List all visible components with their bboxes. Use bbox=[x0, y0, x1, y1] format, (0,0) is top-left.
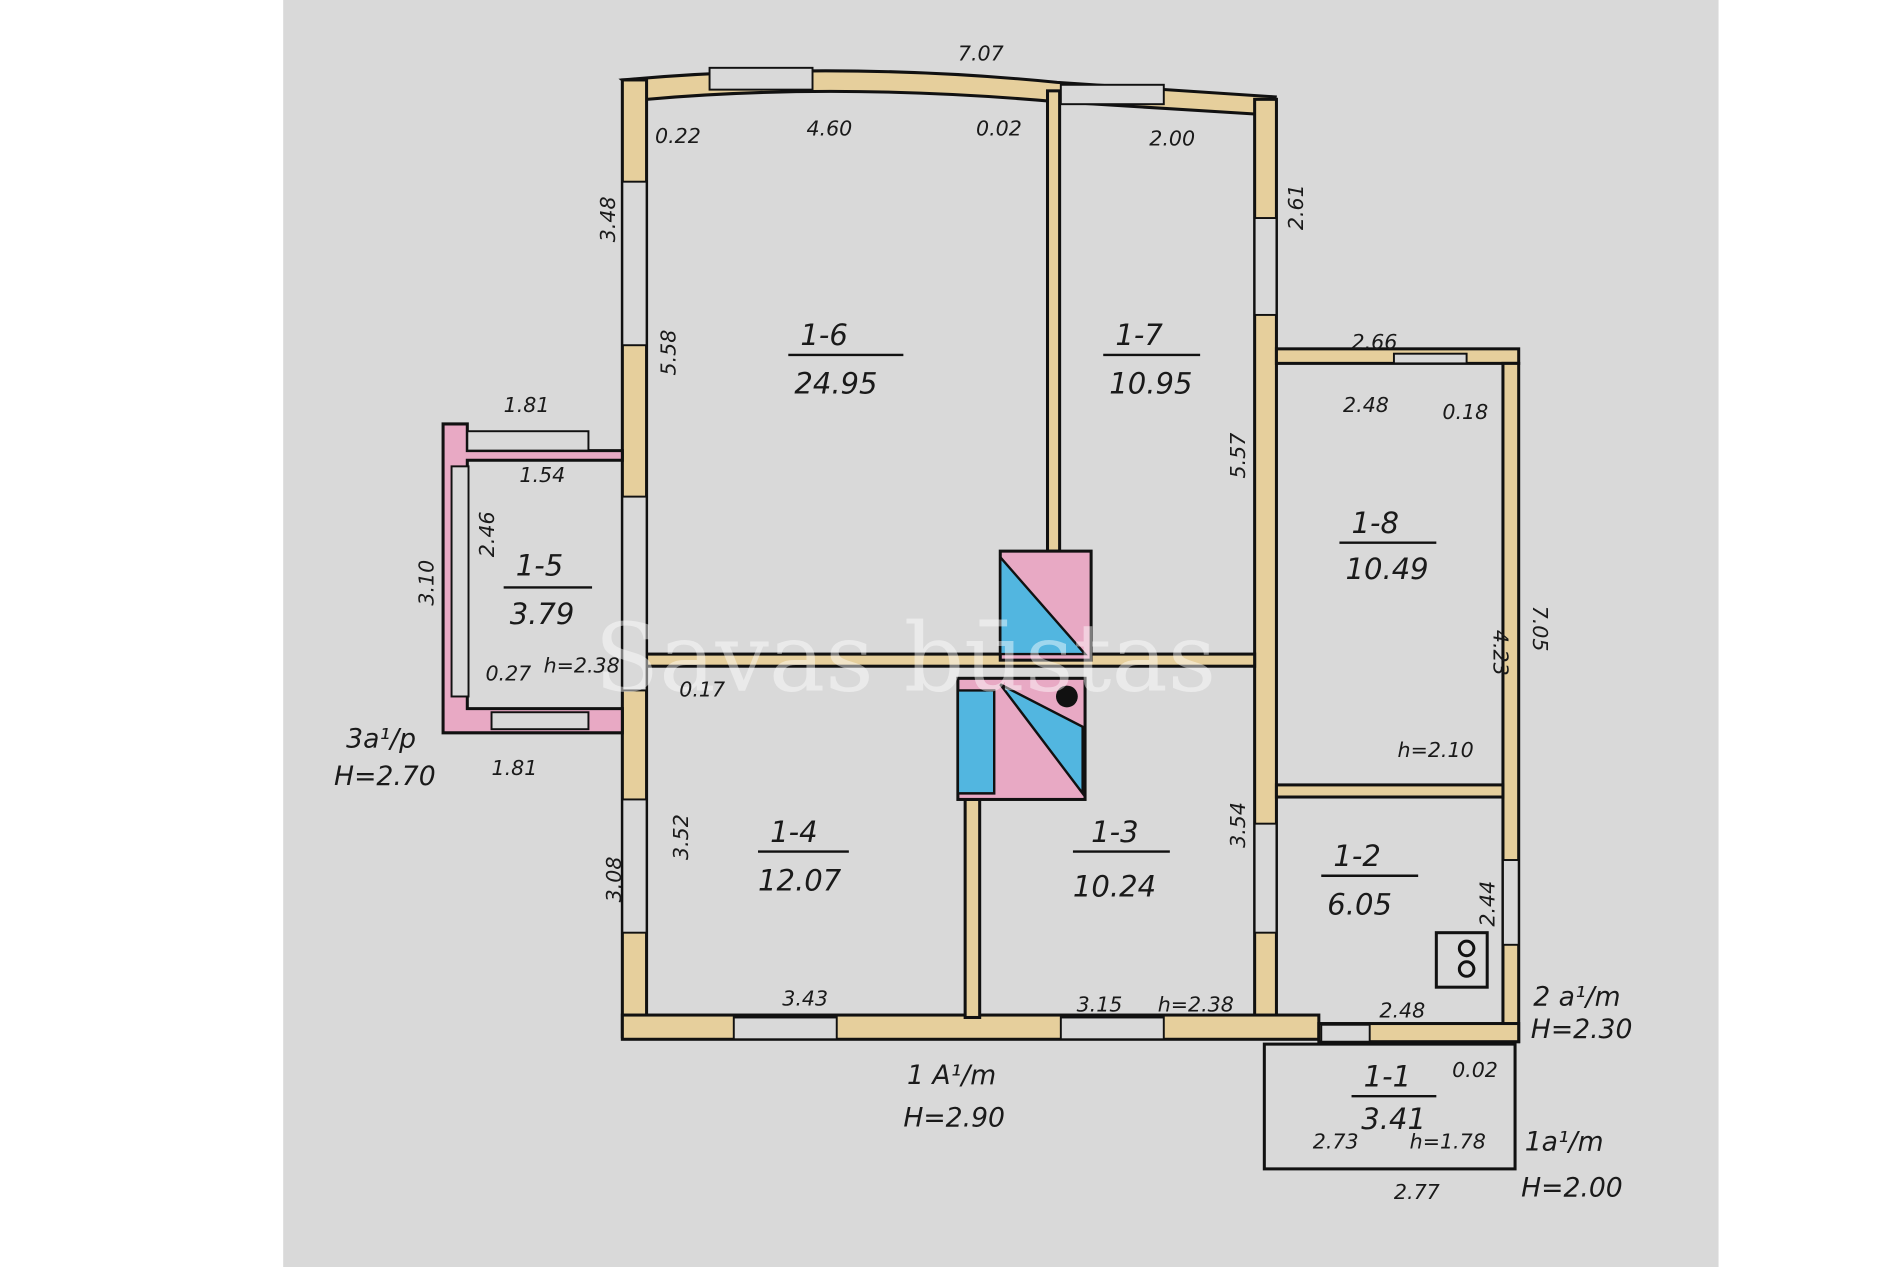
svg-text:2.44: 2.44 bbox=[1475, 881, 1499, 927]
cooktop-icon bbox=[1434, 931, 1489, 989]
level-labels: 1 A¹/m H=2.90 3a¹/p H=2.70 2 a¹/m H=2.30… bbox=[334, 723, 1632, 1203]
svg-text:0.27: 0.27 bbox=[485, 662, 531, 686]
svg-text:4.60: 4.60 bbox=[806, 117, 852, 141]
svg-text:1-2: 1-2 bbox=[1333, 839, 1380, 873]
svg-text:10.49: 10.49 bbox=[1345, 552, 1428, 586]
svg-text:0.18: 0.18 bbox=[1442, 400, 1488, 424]
room-1-6: 1-6 24.95 bbox=[788, 318, 904, 401]
svg-text:1-4: 1-4 bbox=[770, 815, 817, 849]
svg-text:3.43: 3.43 bbox=[782, 986, 828, 1010]
svg-text:h=2.38: h=2.38 bbox=[544, 653, 620, 677]
svg-text:0.02: 0.02 bbox=[1452, 1058, 1498, 1082]
svg-text:H=2.90: H=2.90 bbox=[903, 1102, 1005, 1133]
svg-text:3.41: 3.41 bbox=[1361, 1102, 1426, 1136]
svg-text:3.79: 3.79 bbox=[510, 597, 575, 631]
svg-text:2.00: 2.00 bbox=[1149, 126, 1195, 150]
svg-text:3.54: 3.54 bbox=[1226, 802, 1250, 848]
svg-text:2 a¹/m: 2 a¹/m bbox=[1533, 981, 1620, 1012]
svg-text:1.54: 1.54 bbox=[519, 463, 565, 487]
svg-text:24.95: 24.95 bbox=[794, 367, 877, 401]
svg-text:10.95: 10.95 bbox=[1109, 367, 1192, 401]
room-1-7: 1-7 10.95 bbox=[1103, 318, 1201, 401]
svg-text:2.73: 2.73 bbox=[1313, 1129, 1359, 1153]
svg-text:1 A¹/m: 1 A¹/m bbox=[907, 1060, 996, 1091]
room-1-2: 1-2 6.05 bbox=[1321, 839, 1419, 922]
svg-text:2.48: 2.48 bbox=[1343, 393, 1389, 417]
svg-text:1.81: 1.81 bbox=[492, 756, 538, 780]
svg-text:0.02: 0.02 bbox=[976, 117, 1022, 141]
porch bbox=[441, 422, 624, 735]
svg-text:2.46: 2.46 bbox=[475, 511, 499, 557]
windows bbox=[621, 66, 1520, 1043]
room-1-1: 1-1 3.41 bbox=[1351, 1060, 1437, 1136]
svg-text:3.15: 3.15 bbox=[1077, 992, 1123, 1016]
svg-text:0.22: 0.22 bbox=[655, 124, 701, 148]
dimension-labels: 7.07 0.22 4.60 0.02 2.00 3.48 5.58 2.61 … bbox=[414, 42, 1552, 1205]
svg-text:5.58: 5.58 bbox=[657, 330, 681, 376]
svg-text:1-3: 1-3 bbox=[1091, 815, 1138, 849]
svg-text:3.48: 3.48 bbox=[596, 196, 620, 242]
svg-text:2.66: 2.66 bbox=[1352, 330, 1398, 354]
svg-text:4.23: 4.23 bbox=[1488, 630, 1512, 676]
room-1-4: 1-4 12.07 bbox=[758, 815, 849, 897]
svg-text:3a¹/p: 3a¹/p bbox=[346, 723, 416, 754]
svg-text:1a¹/m: 1a¹/m bbox=[1525, 1127, 1604, 1158]
svg-text:7.07: 7.07 bbox=[958, 42, 1004, 66]
svg-text:H=2.00: H=2.00 bbox=[1521, 1173, 1623, 1204]
svg-text:H=2.30: H=2.30 bbox=[1531, 1014, 1633, 1045]
svg-text:1-6: 1-6 bbox=[800, 318, 847, 352]
svg-text:3.52: 3.52 bbox=[669, 814, 693, 860]
svg-text:2.77: 2.77 bbox=[1394, 1180, 1440, 1204]
svg-text:12.07: 12.07 bbox=[758, 863, 842, 897]
svg-text:1-5: 1-5 bbox=[516, 548, 563, 582]
svg-text:6.05: 6.05 bbox=[1327, 888, 1392, 922]
watermark: Savas būstas bbox=[594, 603, 1216, 713]
svg-text:1-7: 1-7 bbox=[1115, 318, 1163, 352]
svg-text:10.24: 10.24 bbox=[1073, 869, 1156, 903]
room-1-8: 1-8 10.49 bbox=[1339, 506, 1437, 586]
svg-text:5.57: 5.57 bbox=[1226, 433, 1250, 479]
svg-text:7.05: 7.05 bbox=[1528, 606, 1552, 652]
room-1-3: 1-3 10.24 bbox=[1072, 815, 1170, 903]
svg-text:h=1.78: h=1.78 bbox=[1410, 1129, 1486, 1153]
room-1-5: 1-5 3.79 bbox=[503, 548, 593, 631]
svg-text:2.61: 2.61 bbox=[1284, 184, 1308, 230]
svg-text:3.10: 3.10 bbox=[414, 560, 438, 606]
stove bbox=[956, 549, 1093, 801]
svg-text:0.17: 0.17 bbox=[679, 677, 725, 701]
svg-text:H=2.70: H=2.70 bbox=[334, 761, 436, 792]
svg-text:1.81: 1.81 bbox=[504, 393, 550, 417]
svg-text:h=2.10: h=2.10 bbox=[1398, 738, 1474, 762]
vestibule bbox=[1262, 1042, 1517, 1171]
svg-text:1-8: 1-8 bbox=[1352, 506, 1399, 540]
room-labels: 1-6 24.95 1-7 10.95 1-8 10.49 1-5 3.79 1-4 12… bbox=[503, 318, 1437, 1136]
svg-text:2.48: 2.48 bbox=[1379, 998, 1425, 1022]
svg-text:1-1: 1-1 bbox=[1364, 1060, 1411, 1094]
svg-text:3.08: 3.08 bbox=[602, 857, 626, 903]
svg-text:h=2.38: h=2.38 bbox=[1158, 992, 1234, 1016]
